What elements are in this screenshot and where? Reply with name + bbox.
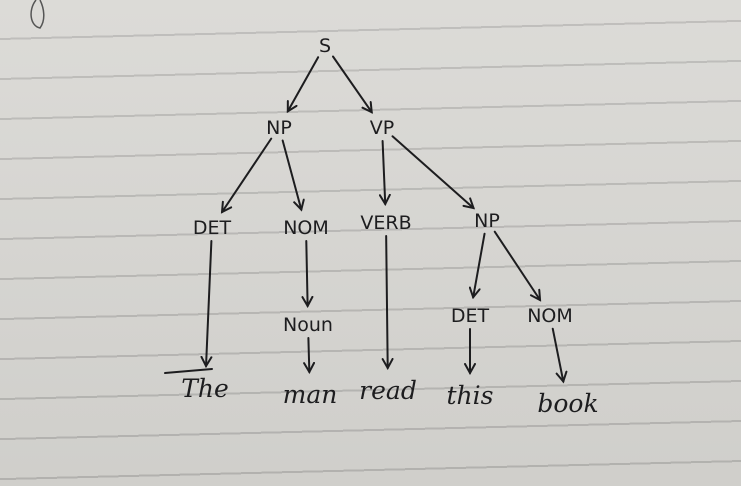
node-det1: DET <box>193 217 232 239</box>
node-np2: NP <box>474 210 500 232</box>
edge-np1-nom1 <box>281 139 302 210</box>
edge-nom2-w_book <box>551 327 564 382</box>
word-w_read: read <box>359 376 417 405</box>
edge-vp-np2 <box>391 135 473 208</box>
edge-noun-w_man <box>308 336 309 372</box>
word-w_this: this <box>447 381 494 410</box>
node-verb: VERB <box>360 212 411 234</box>
edge-np2-nom2 <box>493 230 540 300</box>
node-nom1: NOM <box>283 217 329 239</box>
edge-s-vp <box>331 55 372 112</box>
edge-s-np1 <box>288 56 320 111</box>
node-det2: DET <box>451 305 490 327</box>
word-w_book: book <box>537 389 598 418</box>
node-noun: Noun <box>283 314 333 336</box>
edge-vp-verb <box>383 139 386 204</box>
edge-verb-w_read <box>386 234 388 368</box>
tree-edges <box>206 55 564 382</box>
word-w_man: man <box>283 380 338 409</box>
node-vp: VP <box>370 117 394 139</box>
node-nom2: NOM <box>527 305 573 327</box>
node-s: S <box>319 35 331 57</box>
edge-nom1-noun <box>306 239 307 306</box>
edge-det1-w_the <box>206 239 211 366</box>
edge-np2-det2 <box>473 232 486 298</box>
node-np1: NP <box>266 117 292 139</box>
edge-np1-det1 <box>222 137 273 212</box>
margin-ink-mark <box>30 0 45 29</box>
word-w_the: The <box>181 374 229 403</box>
the-overline-stroke <box>164 368 213 374</box>
